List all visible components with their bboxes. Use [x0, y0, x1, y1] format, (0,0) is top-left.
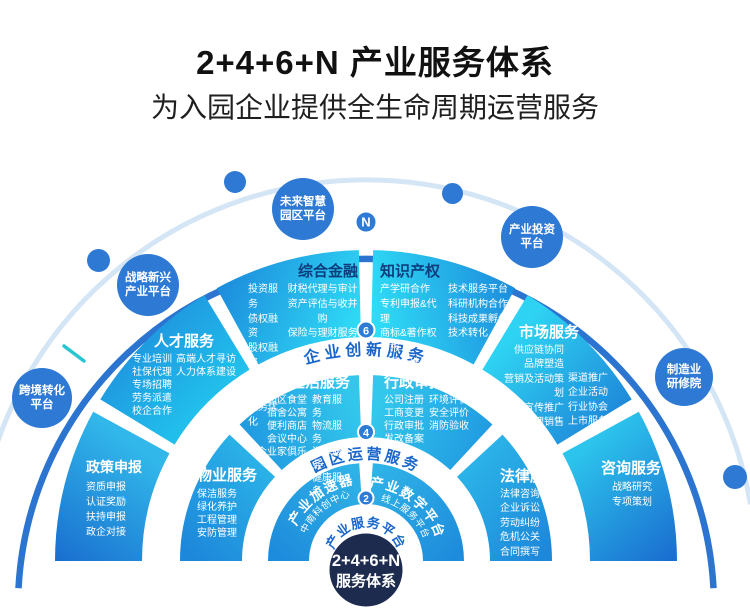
segment-items-col1: 公司注册 工商变更 行政审批 发改备案: [384, 395, 424, 445]
outer-thick-arc: [15, 255, 717, 589]
bubble-label: 未来智慧 园区平台: [280, 196, 326, 222]
segment-talent-services: [100, 295, 250, 445]
block-integrated-finance: 综合金融 投资服务 债权融资 股权融资 融资租赁 税务优化 财税代理与审计 资产…: [243, 263, 358, 431]
segment-items: 战略研究 专项策划: [612, 482, 652, 508]
teal-dash: [62, 344, 86, 363]
svg-text:6: 6: [363, 326, 369, 338]
badge-4: 4: [357, 423, 375, 441]
block-legal-services: 法律服务 法律咨询 企业诉讼 劳动纠纷 危机公关 合同撰写: [500, 468, 560, 560]
svg-text:4: 4: [363, 428, 370, 440]
svg-text:N: N: [361, 215, 370, 230]
segment-title: 市场服务: [519, 324, 580, 341]
segment-legal-services: [457, 434, 552, 561]
segment-industry-accelerator: [268, 463, 362, 561]
segment-title: 生活服务: [289, 374, 350, 391]
center-circle: 2+4+6+N 服务体系: [329, 533, 403, 607]
segment-market-services: [482, 295, 632, 445]
bubble-label: 产业投资 平台: [509, 224, 555, 250]
segment-items-col1: 供应链协同 品牌塑造 营销及活动策划 宣传推广 代理销售: [504, 345, 564, 429]
segment-items-col2: 财税代理与审计 资产评估与收并购 保险与理财服务: [287, 284, 358, 340]
segment-title: 人才服务: [153, 333, 214, 350]
outer-light-arc: [0, 177, 750, 505]
segment-items-col1: 专业培训 社保代理 专场招聘 劳务派遣 校企合作: [132, 354, 172, 417]
bubble-strategic-emerging: 战略新兴 产业平台: [117, 254, 179, 316]
segment-policy-declaration: [55, 411, 170, 561]
segment-items: 资质申报 认证奖励 扶持申报 政企对接: [86, 482, 126, 538]
segment-items: 保洁服务 绿化养护 工程管理 安防管理: [197, 489, 237, 539]
segment-title: 政策申报: [86, 459, 142, 475]
decor-dot: [224, 171, 246, 193]
segment-items-col2: 渠道推广 企业活动 行业协会 上市服务: [568, 373, 608, 428]
block-market-services: 市场服务 供应链协同 品牌塑造 营销及活动策划 宣传推广 代理销售 渠道推广 企…: [502, 324, 608, 430]
segment-property-services: [180, 434, 275, 561]
segment-items-col1: 园区食堂 宿舍公寓 便利商店 会议中心 企业家俱乐部: [257, 395, 307, 471]
block-life-services: 生活服务 园区食堂 宿舍公寓 便利商店 会议中心 企业家俱乐部 教育服务 物流服…: [250, 374, 350, 498]
center-line1: 2+4+6+N: [332, 552, 400, 570]
decor-dot: [87, 249, 110, 272]
segment-life-services: [239, 375, 362, 470]
decor-dot: [723, 465, 747, 489]
segment-title: 知识产权: [380, 263, 441, 280]
badge-6: 6: [356, 320, 376, 340]
segment-title: 综合金融: [297, 263, 358, 280]
page-title: 2+4+6+N 产业服务体系: [196, 44, 554, 81]
block-intellectual-property: 知识产权 产学研合作 专利申报&代理 商标&著作权申报 质量标准认证 技术服务平…: [380, 263, 508, 372]
segment-items: 法律咨询 企业诉讼 劳动纠纷 危机公关 合同撰写: [500, 489, 540, 558]
bubble-label: 制造业 研修院: [666, 364, 702, 390]
center-line2: 服务体系: [336, 572, 396, 590]
bubble-cross-border: 跨境转化 平台: [12, 368, 72, 428]
block-consulting-services: 咨询服务 战略研究 专项策划: [601, 460, 661, 510]
svg-text:2: 2: [363, 494, 369, 505]
bubble-label: 战略新兴 产业平台: [125, 272, 171, 298]
segment-title: 行政审批: [384, 374, 445, 391]
block-policy-declaration: 政策申报 资质申报 认证奖励 扶持申报 政企对接: [86, 459, 142, 540]
segment-title: 物业服务: [197, 467, 258, 484]
block-admin-approval: 行政审批 公司注册 工商变更 行政审批 发改备案 环境评价 安全评价 消防验收: [384, 374, 469, 446]
segment-admin-approval: [370, 375, 493, 470]
bubble-manufacture-academy: 制造业 研修院: [655, 348, 713, 406]
bubble-future-smart-park: 未来智慧 园区平台: [272, 178, 334, 240]
segment-consulting-services: [562, 411, 677, 561]
bubble-label: 跨境转化 平台: [19, 385, 65, 411]
page-subtitle: 为入园企业提供全生命周期运营服务: [150, 92, 599, 123]
segment-items-col2: 教育服务 物流服务 汽车服务 健康服务: [312, 395, 342, 497]
bubble-industry-invest: 产业投资 平台: [501, 206, 563, 268]
badge-2: 2: [357, 489, 375, 507]
segment-items-col1: 产学研合作 专利申报&代理 商标&著作权申报 质量标准认证: [380, 284, 440, 369]
segment-integrated-finance: [216, 250, 361, 365]
decor-dot: [442, 183, 463, 204]
segment-title: 法律服务: [500, 468, 561, 485]
block-talent-services: 人才服务 专业培训 社保代理 专场招聘 劳务派遣 校企合作 高端人才寻访 人力体…: [132, 333, 236, 418]
block-property-services: 物业服务 保洁服务 绿化养护 工程管理 安防管理: [197, 467, 257, 540]
badge-n: N: [354, 210, 378, 234]
segment-items-col2: 环境评价 安全评价 消防验收: [429, 395, 469, 432]
segment-items-col1: 投资服务 债权融资 股权融资 融资租赁 税务优化: [248, 284, 278, 429]
segment-industry-digital-platform: [370, 463, 464, 561]
segment-title: 咨询服务: [601, 460, 662, 477]
segment-intellectual-property: [371, 250, 516, 365]
segment-items-col2: 高端人才寻访 人力体系建设: [176, 354, 236, 378]
segment-items-col2: 技术服务平台 科研机构合作 科技成果孵化 技术转化: [448, 284, 508, 340]
